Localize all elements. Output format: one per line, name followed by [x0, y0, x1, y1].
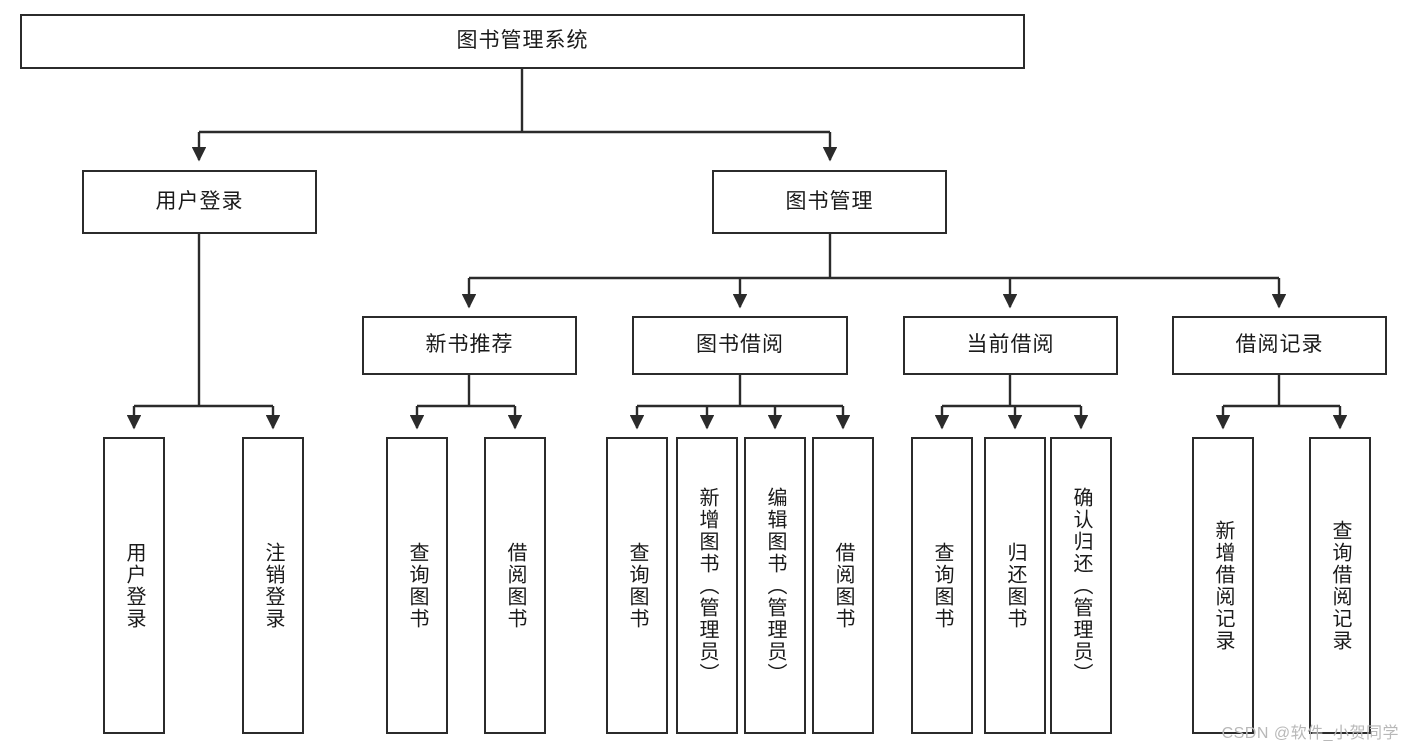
- node-leaf-add-record-label: 新增借阅记录: [1212, 519, 1234, 652]
- node-root[interactable]: 图书管理系统: [20, 14, 1025, 69]
- node-leaf-query-record-label: 查询借阅记录: [1329, 519, 1351, 652]
- node-leaf-query-book-2[interactable]: 查询图书: [606, 437, 668, 734]
- node-leaf-return-book-label: 归还图书: [1004, 541, 1026, 630]
- node-leaf-confirm-return[interactable]: 确认归还（管理员）: [1050, 437, 1112, 734]
- node-leaf-return-book[interactable]: 归还图书: [984, 437, 1046, 734]
- node-leaf-user-login[interactable]: 用户登录: [103, 437, 165, 734]
- node-leaf-query-book-3[interactable]: 查询图书: [911, 437, 973, 734]
- node-leaf-logout[interactable]: 注销登录: [242, 437, 304, 734]
- node-new-book-recommend[interactable]: 新书推荐: [362, 316, 577, 375]
- node-book-borrow-label: 图书借阅: [696, 333, 784, 357]
- node-leaf-edit-book[interactable]: 编辑图书（管理员）: [744, 437, 806, 734]
- node-leaf-query-book-1[interactable]: 查询图书: [386, 437, 448, 734]
- node-current-borrow[interactable]: 当前借阅: [903, 316, 1118, 375]
- node-book-borrow[interactable]: 图书借阅: [632, 316, 848, 375]
- node-leaf-borrow-book-2-label: 借阅图书: [832, 541, 854, 630]
- node-leaf-query-book-3-label: 查询图书: [931, 541, 953, 630]
- node-root-label: 图书管理系统: [456, 29, 589, 53]
- node-user-login[interactable]: 用户登录: [82, 170, 317, 234]
- node-book-manage-label: 图书管理: [785, 189, 874, 213]
- node-leaf-borrow-book-1-label: 借阅图书: [504, 541, 526, 630]
- node-leaf-user-login-label: 用户登录: [123, 541, 145, 630]
- node-borrow-record-label: 借阅记录: [1235, 333, 1324, 357]
- node-leaf-confirm-return-label: 确认归还（管理员）: [1070, 486, 1092, 685]
- node-current-borrow-label: 当前借阅: [966, 333, 1055, 357]
- node-leaf-add-record[interactable]: 新增借阅记录: [1192, 437, 1254, 734]
- node-leaf-borrow-book-1[interactable]: 借阅图书: [484, 437, 546, 734]
- node-leaf-logout-label: 注销登录: [262, 541, 284, 630]
- node-leaf-edit-book-label: 编辑图书（管理员）: [764, 486, 786, 685]
- node-user-login-label: 用户登录: [155, 189, 244, 213]
- node-leaf-add-book[interactable]: 新增图书（管理员）: [676, 437, 738, 734]
- node-borrow-record[interactable]: 借阅记录: [1172, 316, 1387, 375]
- node-leaf-borrow-book-2[interactable]: 借阅图书: [812, 437, 874, 734]
- node-book-manage[interactable]: 图书管理: [712, 170, 947, 234]
- node-leaf-query-record[interactable]: 查询借阅记录: [1309, 437, 1371, 734]
- node-new-book-recommend-label: 新书推荐: [425, 333, 514, 357]
- node-leaf-add-book-label: 新增图书（管理员）: [696, 486, 718, 685]
- node-leaf-query-book-2-label: 查询图书: [626, 541, 648, 630]
- node-leaf-query-book-1-label: 查询图书: [406, 541, 428, 630]
